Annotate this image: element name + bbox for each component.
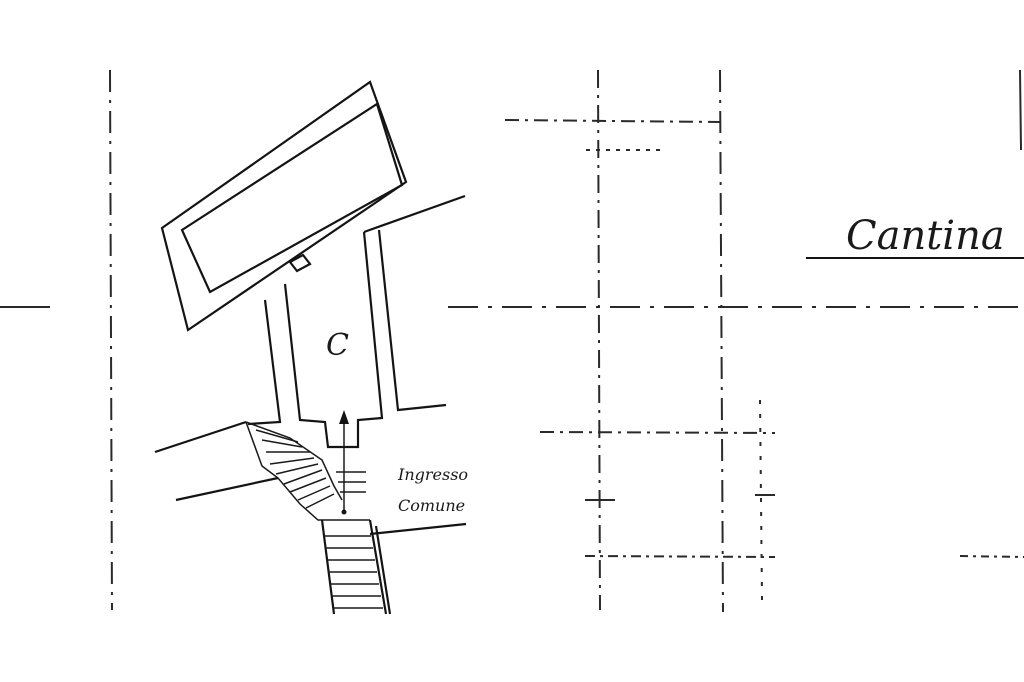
stair-spiral [245,421,370,521]
building-walls [154,80,467,615]
entrance-label-line2: Comune [398,496,465,515]
cantina-label: Cantina [846,213,1005,259]
stair-straight [320,519,467,615]
room-label-c: C [326,328,349,363]
entrance-arrow [339,410,349,515]
grid-lines [0,69,1024,613]
entrance-label-line1: Ingresso [397,465,468,484]
